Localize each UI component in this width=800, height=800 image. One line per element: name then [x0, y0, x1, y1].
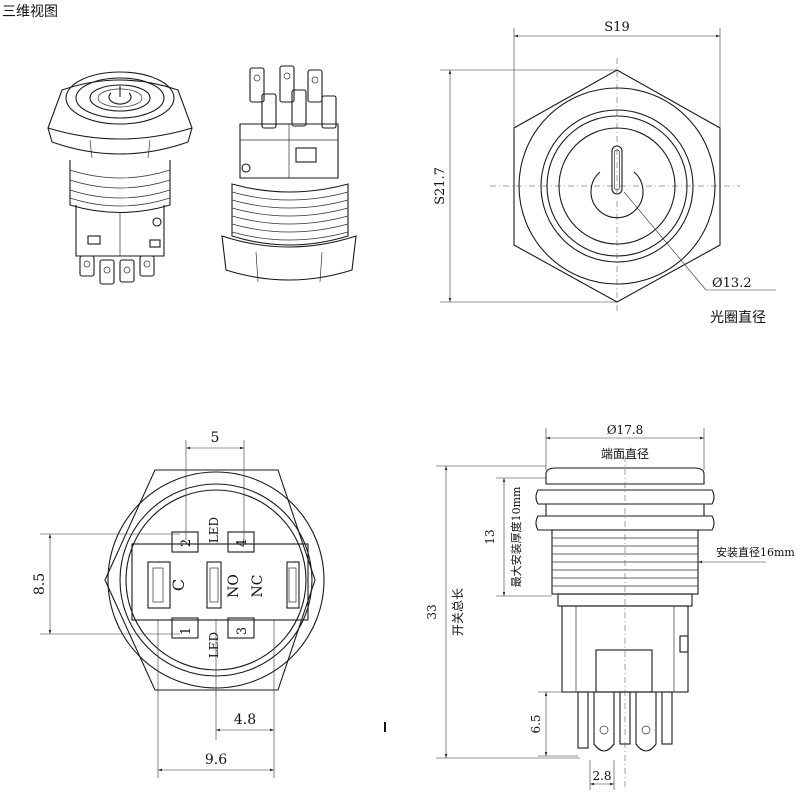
install-diameter-desc: 安装直径16mm	[716, 545, 795, 559]
iso-view-front	[47, 71, 193, 285]
ring-diameter-desc: 光圈直径	[710, 309, 766, 326]
pin-label-3: 3	[235, 627, 250, 635]
hex-width-label: S19	[604, 20, 629, 35]
total-length-label: 33	[425, 604, 439, 619]
block-height-label: 8.5	[32, 573, 48, 595]
thickness-label: 13	[483, 529, 497, 544]
pin-label-led-bottom: LED	[207, 632, 221, 658]
side-view	[436, 428, 766, 790]
pin-label-2: 2	[179, 539, 194, 547]
pin-label-c: C	[169, 579, 188, 591]
front-view-hex	[440, 28, 776, 312]
pin-label-4: 4	[235, 539, 250, 547]
total-offset-label: 9.6	[205, 752, 227, 768]
pin-label-led-top: LED	[207, 517, 221, 543]
page-title: 三维视图	[2, 4, 58, 20]
pin-label-no: NO	[226, 574, 242, 598]
head-diameter-label: Ø17.8	[607, 423, 644, 437]
pin-label-1: 1	[179, 627, 194, 635]
half-offset-label: 4.8	[234, 712, 256, 728]
pin-gap-label: 5	[211, 430, 220, 446]
rear-view-terminals	[40, 440, 325, 778]
ring-diameter-label: Ø13.2	[712, 276, 752, 291]
total-length-desc: 开关总长	[451, 588, 465, 636]
thickness-desc: 最大安装厚度10mm	[509, 486, 523, 587]
head-diameter-desc: 端面直径	[601, 447, 649, 461]
pin-length-label: 6.5	[529, 714, 543, 733]
pin-label-nc: NC	[250, 575, 266, 598]
iso-view-rear	[221, 65, 357, 283]
hex-height-label: S21.7	[433, 167, 448, 205]
pin-pitch-label: 2.8	[592, 769, 611, 783]
